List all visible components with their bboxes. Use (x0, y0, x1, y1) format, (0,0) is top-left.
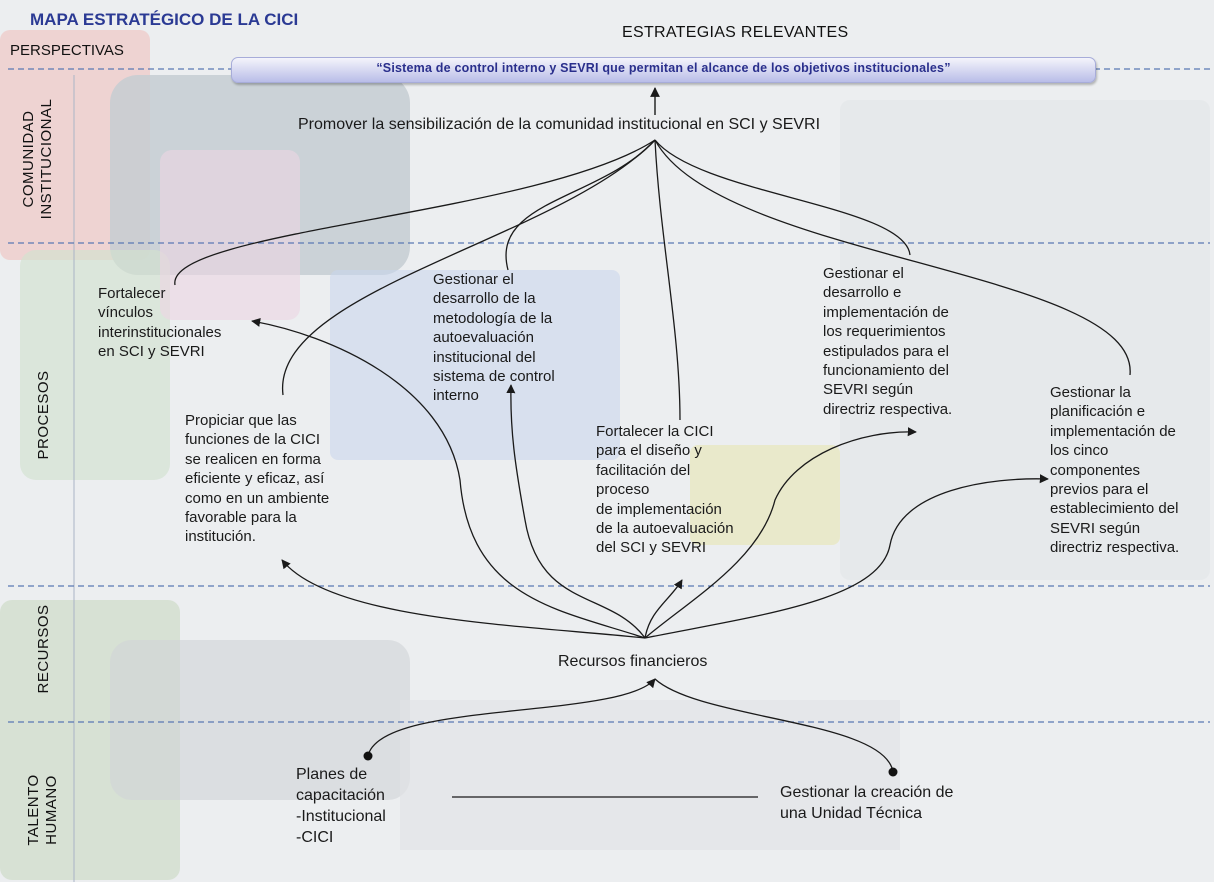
objective-fortalecer-cici: Fortalecer la CICI para el diseño y faci… (596, 423, 734, 557)
background-right-panel (840, 100, 1210, 580)
background-blue-tile (330, 270, 620, 460)
strategy-text: “Sistema de control interno y SEVRI que … (376, 61, 951, 75)
connector-recursos-to-vinculos (251, 317, 646, 639)
objective-comunidad: Promover la sensibilización de la comuni… (298, 116, 821, 133)
perspective-comunidad-institucional: COMUNIDAD INSTITUCIONAL (20, 98, 55, 220)
perspective-procesos: PROCESOS (35, 370, 52, 460)
objective-metodologia: Gestionar el desarrollo de la metodologí… (433, 271, 555, 405)
objective-planificacion: Gestionar la planificación e implementac… (1050, 384, 1180, 557)
connector-capacitacion-to-recursos (367, 678, 656, 757)
connector-unidad-to-recursos (654, 678, 894, 773)
background-yellow-tile (690, 445, 840, 545)
connector-recursos-to-funciones (281, 559, 646, 639)
connector-recursos-to-sevri (644, 427, 917, 639)
connector-recursos-to-fortalecer (644, 579, 683, 639)
connector-funciones-to-comunidad (282, 139, 656, 396)
objective-planes-capacitacion: Planes de capacitación -Institucional -C… (296, 766, 386, 846)
connector-dot-capacitacion (363, 751, 373, 761)
background-green-tile (20, 250, 170, 480)
objective-sevri-requerimientos: Gestionar el desarrollo e implementación… (823, 265, 953, 418)
perspective-talento-humano: TALENTO HUMANO (25, 774, 60, 846)
perspective-recursos: RECURSOS (35, 604, 52, 694)
strategy-banner: “Sistema de control interno y SEVRI que … (231, 57, 1096, 83)
map-title: MAPA ESTRATÉGICO DE LA CICI (30, 10, 299, 29)
background-grey-lower (110, 640, 410, 800)
objective-unidad-tecnica: Gestionar la creación de una Unidad Técn… (780, 784, 954, 822)
connector-recursos-to-metodologia (506, 384, 646, 639)
background-pink-tile (160, 150, 300, 320)
connector-dot-unidad (888, 767, 898, 777)
perspectives-header: PERSPECTIVAS (10, 42, 124, 59)
objective-vinculos: Fortalecer vínculos interinstitucionales… (98, 285, 222, 361)
background-bottom-panel (400, 700, 900, 850)
strategies-header: ESTRATEGIAS RELEVANTES (622, 24, 849, 41)
connector-fortalecer-to-comunidad (654, 139, 681, 421)
objective-funciones-cici: Propiciar que las funciones de la CICI s… (185, 412, 330, 546)
objective-recursos-financieros: Recursos financieros (558, 653, 708, 670)
connector-vinculos-to-comunidad (174, 139, 656, 286)
connector-sevri-to-comunidad (654, 139, 911, 256)
connector-recursos-to-planificacion (644, 474, 1049, 639)
connector-metodologia-to-comunidad (505, 139, 656, 271)
connector-planificacion-to-comunidad (654, 139, 1131, 376)
